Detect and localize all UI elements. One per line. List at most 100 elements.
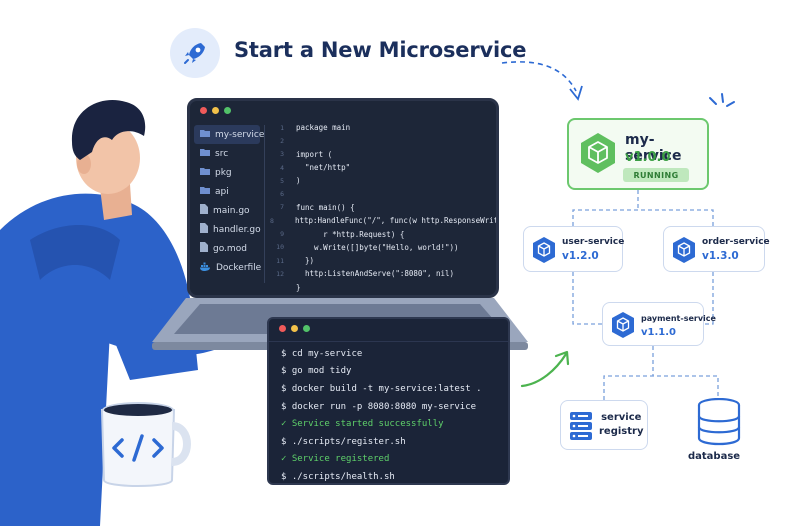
code-line: 12 http:ListenAndServe(":8080", nil) — [270, 267, 496, 280]
code-text: w.Write([]byte("Hello, world!")) — [296, 242, 459, 252]
line-number: 3 — [280, 150, 284, 159]
file-icon — [200, 223, 208, 236]
folder-icon — [200, 167, 210, 178]
explorer-item-label: main.go — [213, 205, 250, 216]
service-name: order-service — [702, 237, 770, 247]
code-line: 8 http:HandleFunc("/", func(w http.Respo… — [270, 214, 499, 227]
service-registry-card[interactable]: service registry — [560, 400, 648, 450]
line-number: 8 — [270, 216, 274, 225]
line-number: 12 — [276, 269, 284, 278]
code-text: } — [296, 282, 301, 292]
code-text: "net/http" — [296, 163, 351, 173]
minimize-dot[interactable] — [291, 325, 298, 332]
line-number: 10 — [276, 243, 284, 252]
code-text: }) — [296, 256, 315, 266]
coffee-mug — [100, 402, 191, 487]
code-line: 5) — [270, 174, 496, 187]
service-name: payment-service — [641, 314, 716, 323]
docker-icon — [200, 262, 211, 274]
code-text: func main() { — [296, 202, 355, 212]
service-name: my-service — [625, 132, 682, 164]
explorer-item[interactable]: Dockerfile — [194, 258, 262, 277]
explorer-item[interactable]: handler.go — [194, 220, 261, 239]
service-version: v1.1.0 — [641, 327, 676, 338]
close-dot[interactable] — [279, 325, 286, 332]
registry-label: service registry — [599, 411, 643, 439]
code-text: http:HandleFunc("/", func(w http.Respons… — [285, 216, 499, 226]
code-line: 2 — [270, 134, 496, 147]
terminal-success-line: ✓ Service started successfully — [281, 419, 444, 430]
window-controls — [200, 107, 231, 114]
explorer-item-label: Dockerfile — [216, 262, 262, 273]
service-cube-icon — [579, 132, 617, 174]
maximize-dot[interactable] — [303, 325, 310, 332]
close-dot[interactable] — [200, 107, 207, 114]
service-version: v1.2.0 — [562, 250, 599, 262]
code-text: ) — [296, 176, 301, 186]
line-number: 9 — [280, 230, 284, 239]
line-number: 7 — [280, 203, 284, 212]
registry-label-line1: service — [601, 412, 642, 423]
code-line: 3 import ( — [270, 148, 496, 161]
code-line: 9 r *http.Request) { — [270, 227, 496, 240]
terminal-command-line: $ ./scripts/health.sh — [281, 471, 395, 482]
line-number: 5 — [280, 176, 284, 185]
database-icon[interactable] — [694, 398, 744, 446]
line-number: 2 — [280, 136, 284, 145]
my-service-card[interactable]: my-service v1.0.0 RUNNING — [567, 118, 709, 190]
terminal-divider — [269, 341, 508, 342]
explorer-item[interactable]: src — [194, 144, 258, 163]
terminal-command-line: $ docker run -p 8080:8080 my-service — [281, 401, 477, 412]
terminal-command-line: $ docker build -t my-service:latest . — [281, 383, 482, 394]
explorer-item[interactable]: pkg — [194, 163, 258, 182]
code-editor-window: my-service src pkg api main.go handler.go go.m… — [187, 98, 499, 298]
explorer-item-label: my-service — [215, 129, 265, 140]
line-number: 6 — [280, 190, 284, 199]
explorer-item-label: go.mod — [213, 243, 247, 254]
maximize-dot[interactable] — [224, 107, 231, 114]
order-service-card[interactable]: order-service v1.3.0 — [663, 226, 770, 272]
file-explorer: my-service src pkg api main.go handler.go go.m… — [194, 125, 264, 295]
minimize-dot[interactable] — [212, 107, 219, 114]
line-number: 11 — [276, 256, 284, 265]
folder-icon — [200, 186, 210, 197]
status-badge: RUNNING — [623, 168, 689, 182]
explorer-item-label: src — [215, 148, 229, 159]
user-service-card[interactable]: user-service v1.2.0 — [523, 226, 624, 272]
code-text: import ( — [296, 149, 333, 159]
explorer-item[interactable]: main.go — [194, 201, 258, 220]
explorer-item-label: pkg — [215, 167, 232, 178]
folder-icon — [200, 129, 210, 140]
explorer-item-label: api — [215, 186, 229, 197]
terminal-command-line: $ go mod tidy — [281, 366, 352, 377]
code-text: r *http.Request) { — [296, 229, 405, 239]
green-arrow-icon — [520, 350, 570, 388]
explorer-item-label: handler.go — [213, 224, 261, 235]
terminal-controls — [279, 325, 310, 332]
terminal-success-line: ✓ Service registered — [281, 454, 390, 465]
service-cube-icon — [672, 236, 696, 264]
terminal-output[interactable]: $ cd my-service $ go mod tidy $ docker bui… — [281, 345, 482, 483]
developer-illustration — [0, 99, 257, 526]
code-line: 7 func main() { — [270, 201, 496, 214]
rocket-icon — [184, 43, 205, 64]
explorer-item[interactable]: my-service — [194, 125, 264, 144]
payment-service-card[interactable]: payment-service v1.1.0 — [602, 302, 716, 346]
service-cube-icon — [611, 311, 635, 339]
terminal-command-line: $ ./scripts/register.sh — [281, 436, 406, 447]
code-line: } — [270, 281, 496, 294]
explorer-divider — [264, 125, 265, 283]
explorer-item[interactable]: api — [194, 182, 258, 201]
explorer-item[interactable]: go.mod — [194, 239, 258, 258]
file-icon — [200, 204, 208, 217]
line-number: 1 — [280, 123, 284, 132]
code-text: package main — [296, 123, 351, 133]
code-line: 11 }) — [270, 254, 496, 267]
terminal-window: $ cd my-service $ go mod tidy $ docker bui… — [267, 317, 510, 485]
code-line: 1 package main — [270, 121, 496, 134]
spark-icon — [709, 93, 735, 107]
dashed-arrow-icon — [501, 61, 583, 101]
code-brackets-icon — [112, 434, 164, 462]
terminal-command-line: $ cd my-service — [281, 348, 363, 359]
